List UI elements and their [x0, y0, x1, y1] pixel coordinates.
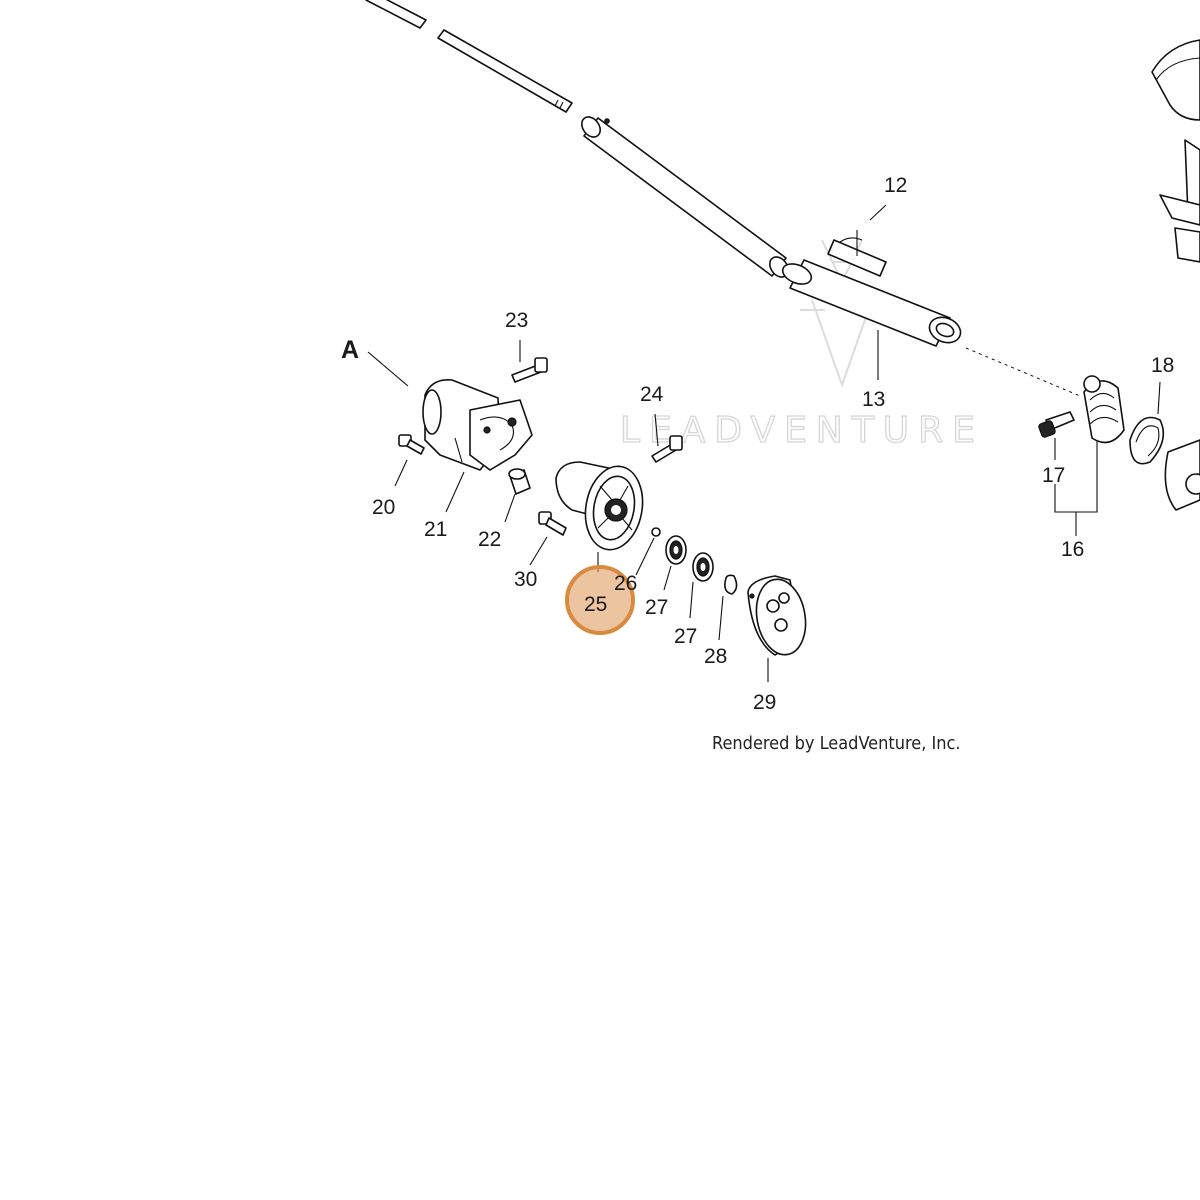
- callout-23[interactable]: 23: [505, 309, 528, 332]
- callout-12[interactable]: 12: [884, 174, 907, 197]
- right-edge-fitting: [1164, 439, 1200, 511]
- callout-25[interactable]: 25: [584, 593, 607, 616]
- callout-13[interactable]: 13: [862, 388, 885, 411]
- highlight-marker: [565, 565, 635, 635]
- part-12-sleeve: [827, 237, 887, 277]
- part-25-gear-case: [555, 461, 644, 551]
- part-18-ring: [1129, 416, 1165, 465]
- callout-20[interactable]: 20: [372, 496, 395, 519]
- callout-24[interactable]: 24: [640, 383, 664, 406]
- part-22-bushing: [508, 468, 531, 495]
- handle-assembly: [1151, 39, 1200, 263]
- part-20-bolt: [398, 434, 425, 455]
- part-30-bolt: [538, 511, 567, 536]
- part-27-bearing-a: [665, 535, 687, 565]
- upper-shaft-rod: [365, 0, 573, 113]
- callout-16[interactable]: 16: [1061, 538, 1084, 561]
- part-28-snap-ring: [724, 574, 738, 595]
- callout-27a[interactable]: 27: [645, 596, 668, 619]
- callout-18[interactable]: 18: [1151, 354, 1174, 377]
- leader-lines: [367, 204, 1161, 682]
- callout-21[interactable]: 21: [424, 518, 447, 541]
- part-26-clip: [651, 527, 661, 537]
- part-23-bolt: [511, 357, 548, 383]
- callout-27b[interactable]: 27: [674, 625, 697, 648]
- part-21-gear-housing: [422, 378, 533, 471]
- part-16-clamp: [1083, 375, 1125, 444]
- part-17-bolt: [1038, 411, 1075, 438]
- view-label-a: A: [341, 336, 359, 364]
- part-27-bearing-b: [692, 552, 714, 582]
- part-29-cap: [747, 575, 807, 656]
- callout-28[interactable]: 28: [704, 645, 727, 668]
- part-13-grip-tube: [781, 259, 962, 347]
- render-credit: Rendered by LeadVenture, Inc.: [712, 733, 961, 754]
- shaft-tube: [580, 116, 790, 278]
- callout-30[interactable]: 30: [514, 568, 537, 591]
- callout-29[interactable]: 29: [753, 691, 776, 714]
- callout-22[interactable]: 22: [478, 528, 501, 551]
- callout-17[interactable]: 17: [1042, 464, 1065, 487]
- callout-26[interactable]: 26: [614, 572, 637, 595]
- part-24-bolt: [651, 435, 683, 463]
